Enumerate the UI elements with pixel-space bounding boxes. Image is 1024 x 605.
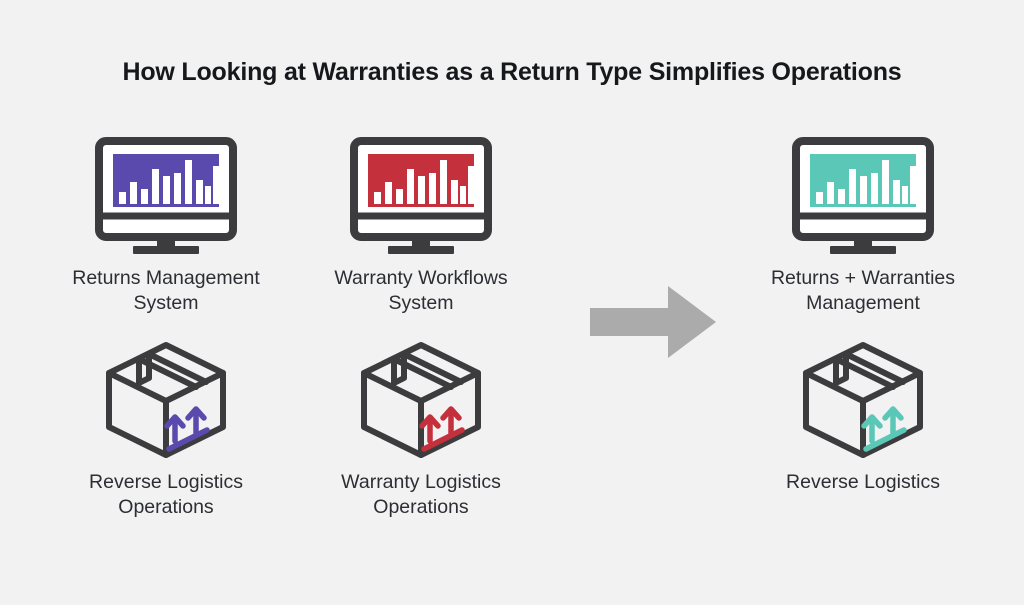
card-label: Returns Management System <box>38 266 294 316</box>
card-reverse-logistics: Reverse Logistics <box>735 338 991 495</box>
monitor-icon-wrap <box>293 132 549 258</box>
card-label-line: Reverse Logistics <box>786 471 940 493</box>
card-label: Reverse Logistics Operations <box>38 470 294 520</box>
card-warranty-logistics-operations: Warranty Logistics Operations <box>293 338 549 520</box>
page-title: How Looking at Warranties as a Return Ty… <box>122 58 902 86</box>
card-label-line: Returns + Warranties <box>770 267 956 289</box>
card-label-line: Warranty Logistics <box>341 471 501 493</box>
card-reverse-logistics-operations: Reverse Logistics Operations <box>38 338 294 520</box>
box-icon-wrap <box>38 338 294 462</box>
package-box-this-side-up-icon <box>361 342 481 458</box>
card-label: Warranty Workflows System <box>293 266 549 316</box>
monitor-bar-chart-icon <box>350 137 492 254</box>
card-label-line: System <box>388 292 454 314</box>
transition-arrow-wrap <box>590 286 716 358</box>
card-label: Reverse Logistics <box>735 470 991 495</box>
card-label-line: Warranty Workflows <box>334 267 508 289</box>
arrow-right-icon <box>590 286 716 358</box>
card-warranty-workflows-system: Warranty Workflows System <box>293 132 549 316</box>
card-label-line: Operations <box>373 496 469 518</box>
card-returns-warranties-management: Returns + Warranties Management <box>735 132 991 316</box>
package-box-this-side-up-icon <box>106 342 226 458</box>
package-box-this-side-up-icon <box>803 342 923 458</box>
monitor-icon-wrap <box>38 132 294 258</box>
card-label-line: Returns Management <box>72 267 260 289</box>
card-label: Warranty Logistics Operations <box>293 470 549 520</box>
box-icon-wrap <box>293 338 549 462</box>
card-label-line: Management <box>806 292 920 314</box>
monitor-icon-wrap <box>735 132 991 258</box>
monitor-bar-chart-icon <box>792 137 934 254</box>
card-label-line: Reverse Logistics <box>89 471 243 493</box>
card-label-line: Operations <box>118 496 214 518</box>
card-label: Returns + Warranties Management <box>735 266 991 316</box>
card-returns-management-system: Returns Management System <box>38 132 294 316</box>
monitor-bar-chart-icon <box>95 137 237 254</box>
card-label-line: System <box>133 292 199 314</box>
box-icon-wrap <box>735 338 991 462</box>
